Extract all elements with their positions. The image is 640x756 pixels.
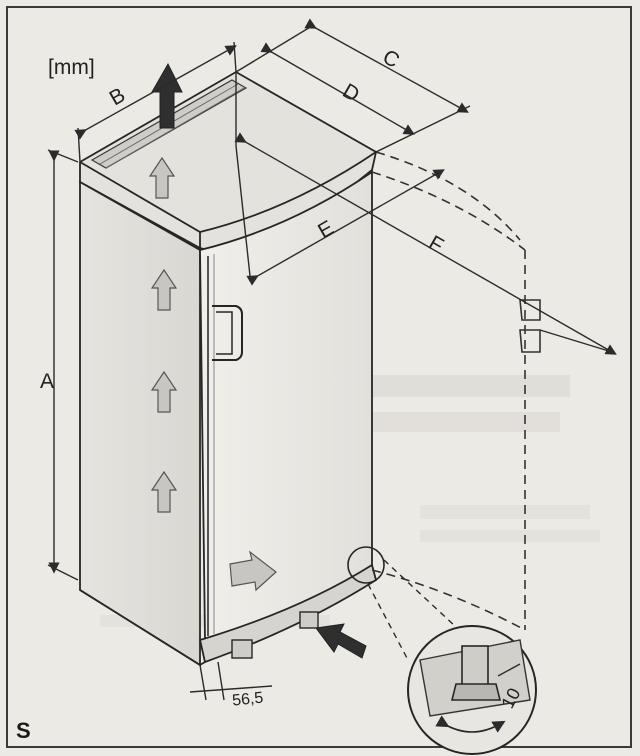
foot-detail-callout: [347, 546, 537, 755]
ventilation-arrows: [148, 62, 367, 659]
dimension-lines: [47, 18, 617, 701]
diagram-frame: [6, 6, 632, 748]
appliance-side-panel: [79, 180, 201, 667]
dimension-label-b: B: [106, 83, 130, 110]
dimension-label-a: A: [40, 370, 54, 393]
appliance-door: [199, 170, 373, 642]
unit-label: [mm]: [48, 56, 95, 79]
corner-mark: S: [16, 718, 31, 743]
dimension-label-f: F: [425, 231, 448, 257]
dimension-label-c: C: [379, 45, 404, 73]
gap-dimension-label: 56,5: [231, 689, 264, 709]
